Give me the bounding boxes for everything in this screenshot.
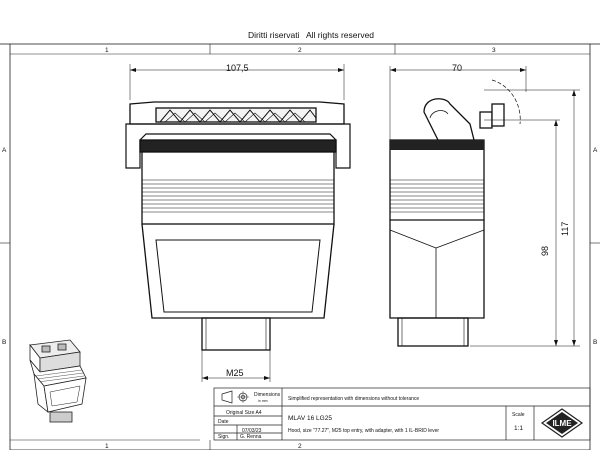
side-view: [389, 66, 580, 347]
date-value: 07/03/23: [242, 428, 262, 434]
zone-col-2-bottom: 2: [298, 443, 302, 450]
zone-row-b-left: B: [2, 339, 6, 346]
scale-value: 1:1: [514, 425, 523, 432]
dim-front-width: 107,5: [226, 63, 249, 73]
dim-side-width: 70: [452, 63, 462, 73]
product-description: Hood, size "77.27", M25 top entry, with …: [288, 428, 439, 434]
title-block: [213, 387, 591, 441]
logo-text: ILME: [552, 419, 572, 428]
drawing-frame: [9, 43, 591, 450]
product-code: MLAV 16 LG25: [288, 415, 332, 422]
isometric-preview: [29, 339, 87, 423]
front-view: [125, 64, 351, 382]
dim-thread: M25: [226, 368, 244, 378]
rights-en: All rights reserved: [306, 30, 374, 40]
dim-height-total: 117: [560, 222, 570, 236]
dim-label-1: Dimensions: [254, 392, 281, 398]
date-label: Date: [218, 419, 229, 425]
zone-col-3-top: 3: [492, 47, 496, 54]
ilme-logo: ILME: [540, 408, 584, 438]
scale-label: Scale: [512, 412, 525, 418]
sign-value: G. Renna: [240, 434, 262, 440]
zone-col-1-top: 1: [105, 47, 109, 54]
rights-it: Diritti riservati: [248, 30, 300, 40]
dim-height-body: 98: [540, 246, 550, 256]
sign-label: Sign.: [218, 434, 229, 440]
zone-col-2-top: 2: [298, 47, 302, 54]
zone-row-b-right: B: [593, 339, 597, 346]
dim-label-2: in mm: [258, 399, 268, 403]
zone-row-a-left: A: [2, 147, 7, 154]
zone-row-a-right: A: [593, 147, 598, 154]
zone-col-1-bottom: 1: [105, 443, 109, 450]
simplified-note: Simplified representation with dimension…: [288, 396, 419, 402]
original-size-label: Original Size A4: [226, 410, 262, 416]
